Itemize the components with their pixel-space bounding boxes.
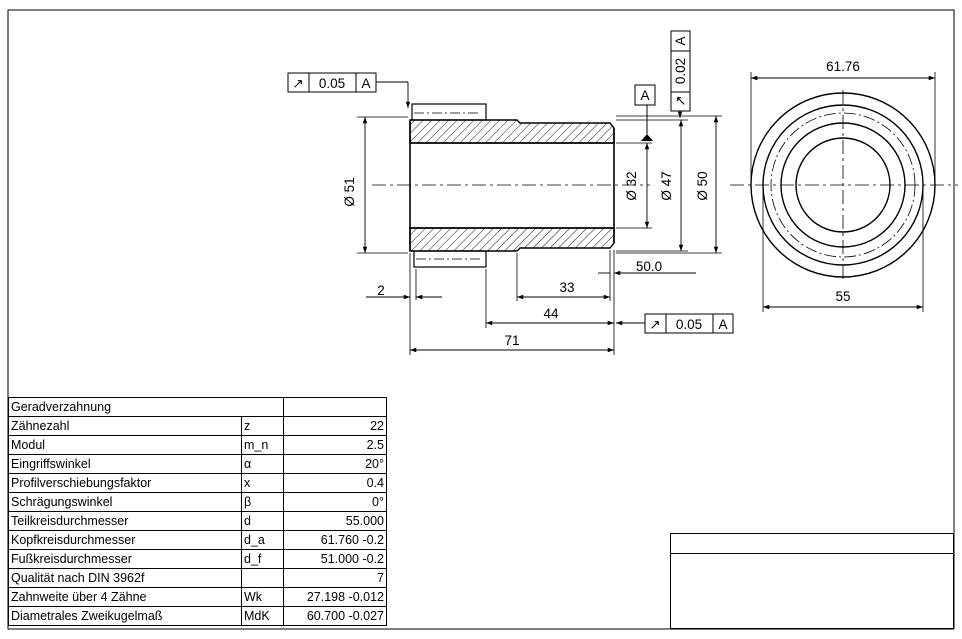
row-symbol: d bbox=[241, 511, 284, 531]
row-label: Teilkreisdurchmesser bbox=[8, 511, 242, 531]
svg-text:A: A bbox=[673, 36, 688, 45]
row-label: Zähnezahl bbox=[8, 416, 242, 436]
tolerance-frame-right: ↗ 0.05 A bbox=[616, 313, 734, 334]
row-label: Qualität nach DIN 3962f bbox=[8, 568, 242, 588]
dim-51-text: Ø 51 bbox=[342, 177, 357, 206]
row-symbol: x bbox=[241, 473, 284, 493]
dim-33-text: 33 bbox=[559, 280, 574, 295]
dimension-lines bbox=[362, 116, 719, 353]
row-value: 60.700 -0.027 bbox=[283, 606, 387, 626]
runout-symbol: ↗ bbox=[673, 95, 688, 106]
dim-61-76-text: 61.76 bbox=[826, 59, 860, 74]
row-value: 2.5 bbox=[283, 435, 387, 455]
svg-text:A: A bbox=[640, 88, 649, 103]
row-symbol: d_a bbox=[241, 530, 284, 550]
table-row: Qualität nach DIN 3962f 7 bbox=[8, 568, 387, 588]
row-symbol bbox=[241, 568, 284, 588]
row-value: 20° bbox=[283, 454, 387, 474]
svg-text:0.02: 0.02 bbox=[673, 58, 688, 84]
dim-32-text: Ø 32 bbox=[624, 171, 639, 200]
row-label: Fußkreisdurchmesser bbox=[8, 549, 242, 569]
row-label: Profilverschiebungsfaktor bbox=[8, 473, 242, 493]
row-label: Kopfkreisdurchmesser bbox=[8, 530, 242, 550]
row-value: 0° bbox=[283, 492, 387, 512]
row-symbol: z bbox=[241, 416, 284, 436]
row-label: Eingriffswinkel bbox=[8, 454, 242, 474]
row-value: 22 bbox=[283, 416, 387, 436]
table-title: Geradverzahnung bbox=[8, 397, 242, 417]
svg-text:0.05: 0.05 bbox=[319, 76, 345, 91]
dim-55-text: 55 bbox=[835, 289, 850, 304]
title-block bbox=[670, 533, 954, 629]
svg-text:0.05: 0.05 bbox=[676, 317, 702, 332]
front-view: 61.76 55 bbox=[730, 59, 958, 312]
row-symbol: m_n bbox=[241, 435, 284, 455]
row-value: 51.000 -0.2 bbox=[283, 549, 387, 569]
row-value: 0.4 bbox=[283, 473, 387, 493]
svg-text:A: A bbox=[361, 76, 370, 91]
dim-44-text: 44 bbox=[543, 306, 559, 321]
row-symbol: Wk bbox=[241, 587, 284, 607]
dim-2-text: 2 bbox=[377, 283, 385, 298]
section-view bbox=[372, 103, 653, 268]
svg-text:A: A bbox=[718, 317, 727, 332]
table-title-row: Geradverzahnung bbox=[8, 397, 387, 417]
row-symbol: β bbox=[241, 492, 284, 512]
upper-wall-section bbox=[409, 119, 615, 144]
tolerance-frame-left: ↗ 0.05 A bbox=[287, 72, 411, 108]
dim-71-text: 71 bbox=[504, 333, 519, 348]
row-value: 61.760 -0.2 bbox=[283, 530, 387, 550]
dim-50-0-text: 50.0 bbox=[636, 259, 662, 274]
dim-50-text: Ø 50 bbox=[695, 171, 710, 200]
row-symbol: MdK bbox=[241, 606, 284, 626]
sheet-border bbox=[7, 9, 955, 630]
dim-47-text: Ø 47 bbox=[659, 171, 674, 200]
row-label: Schrägungswinkel bbox=[8, 492, 242, 512]
row-label: Diametrales Zweikugelmaß bbox=[8, 606, 242, 626]
row-value: 27.198 -0.012 bbox=[283, 587, 387, 607]
row-label: Modul bbox=[8, 435, 242, 455]
row-value: 7 bbox=[283, 568, 387, 588]
runout-symbol: ↗ bbox=[292, 76, 303, 91]
title-block-row bbox=[671, 534, 953, 554]
gear-teeth-top bbox=[411, 103, 487, 121]
row-symbol: α bbox=[241, 454, 284, 474]
row-label: Zahnweite über 4 Zähne bbox=[8, 587, 242, 607]
tolerance-frame-vertical: A 0.02 ↗ bbox=[670, 30, 691, 118]
gear-teeth-bottom bbox=[413, 250, 487, 268]
datum-triangle bbox=[641, 134, 653, 141]
runout-symbol: ↗ bbox=[649, 317, 660, 332]
datum-box: A bbox=[634, 84, 656, 106]
lower-wall-section bbox=[409, 227, 615, 252]
row-symbol: d_f bbox=[241, 549, 284, 569]
row-value: 55.000 bbox=[283, 511, 387, 531]
